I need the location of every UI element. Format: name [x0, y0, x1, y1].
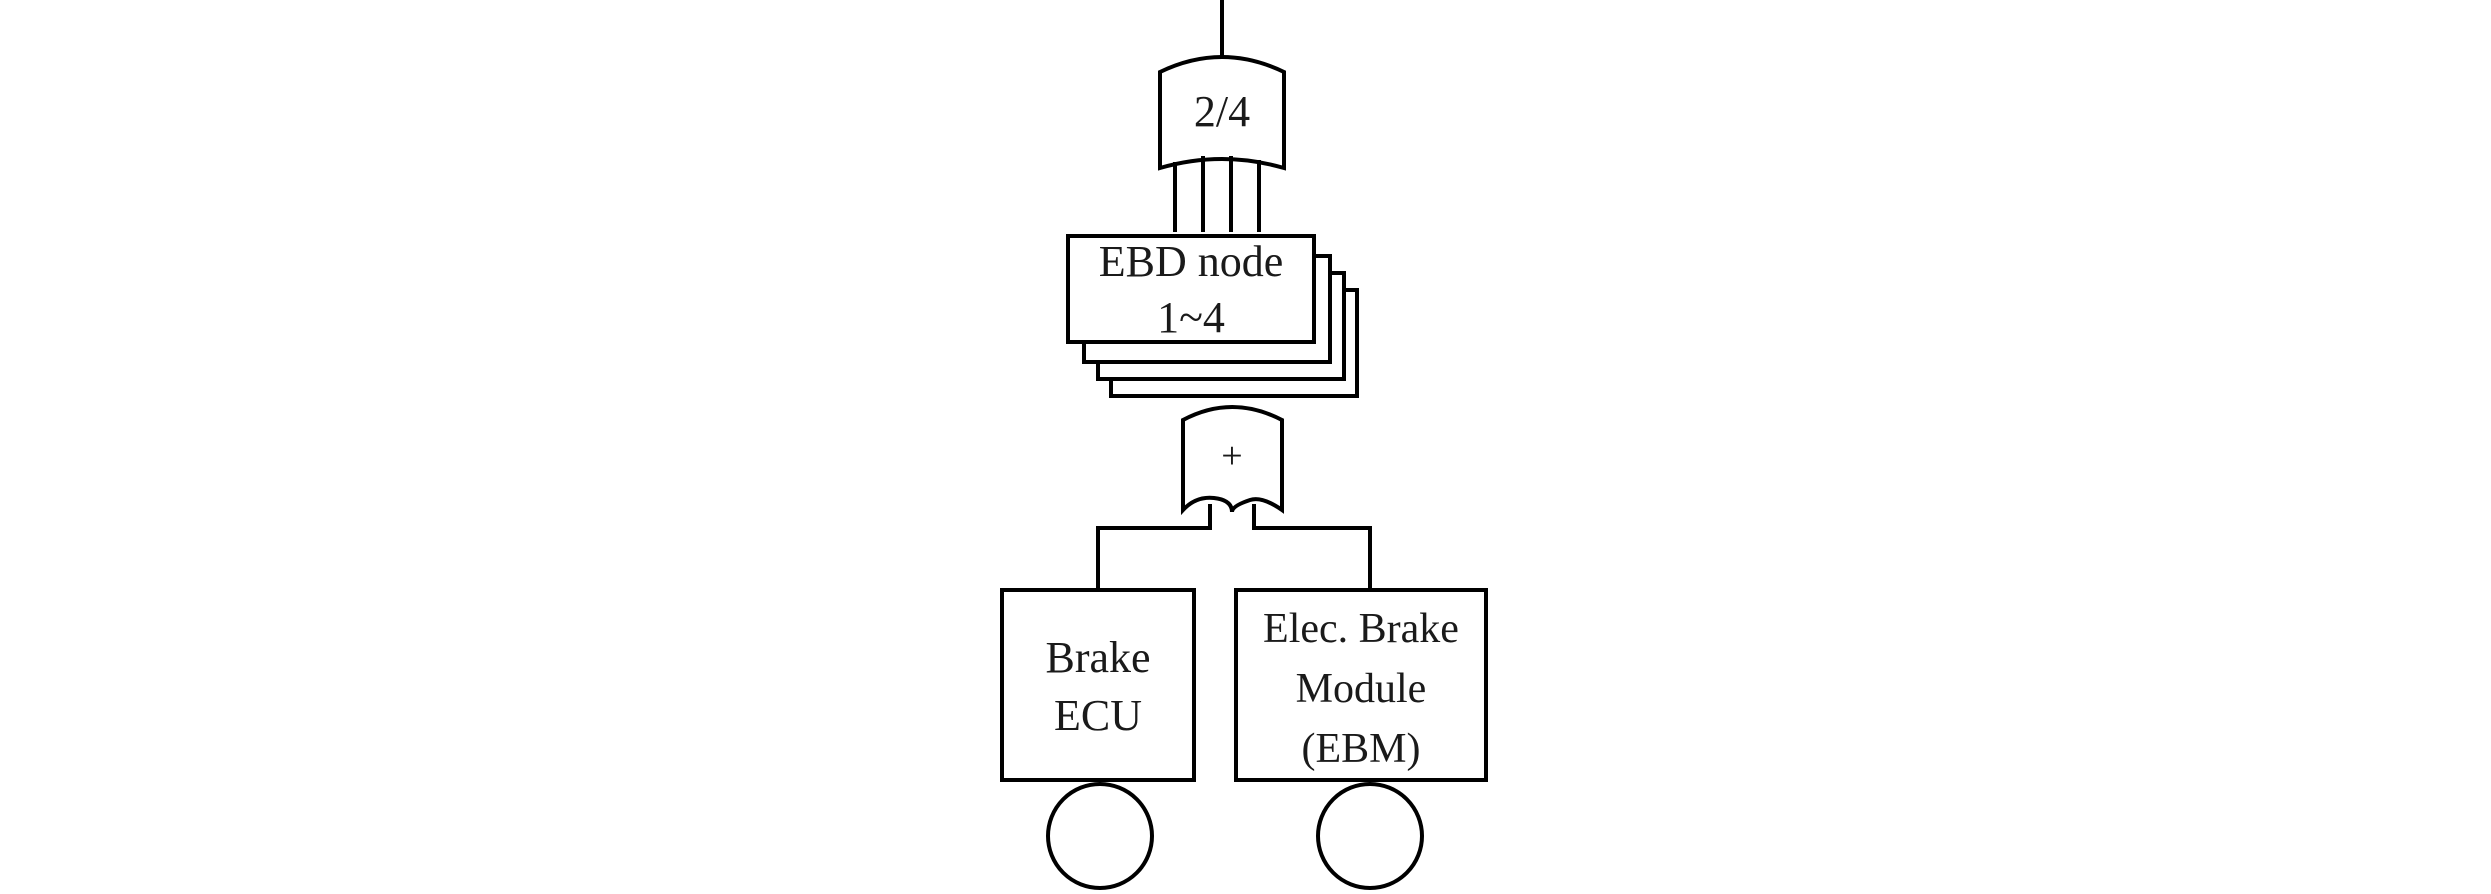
voting-gate-2-of-4: 2/4 — [1158, 55, 1286, 171]
ebm-event: Elec. Brake Module (EBM) — [1234, 588, 1488, 890]
ebm-box — [1234, 588, 1488, 782]
or-gate-connectors — [1096, 504, 1372, 590]
brake-ecu-box — [1000, 588, 1196, 782]
brake-ecu-label-line2: ECU — [1054, 691, 1142, 740]
ebm-label-line2: Module — [1296, 666, 1427, 712]
brake-ecu-event: Brake ECU — [1000, 588, 1196, 890]
ebm-label-line3: (EBM) — [1302, 726, 1421, 772]
or-gate-label: + — [1221, 435, 1242, 477]
ebm-label-line1: Elec. Brake — [1263, 606, 1459, 652]
brake-ecu-label-line1: Brake — [1045, 633, 1150, 682]
ebd-node-label-line1: EBD node — [1099, 237, 1284, 286]
ebd-node-stack: EBD node 1~4 — [1066, 234, 1359, 398]
or-gate: + — [1181, 405, 1284, 516]
ebd-node-label-line2: 1~4 — [1157, 293, 1225, 342]
brake-ecu-basic-event-circle — [1046, 782, 1154, 890]
voting-gate-input-lines — [1173, 156, 1261, 232]
ebm-basic-event-circle — [1316, 782, 1424, 890]
ebd-node-1-box — [1066, 234, 1316, 344]
voting-gate-label: 2/4 — [1194, 87, 1250, 136]
